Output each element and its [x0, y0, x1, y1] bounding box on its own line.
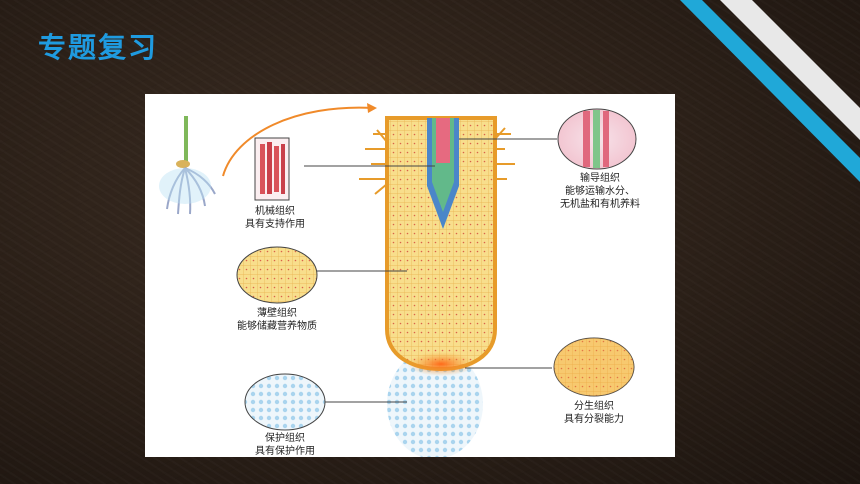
conducting-tissue-label: 输导组织 能够运输水分、 无机盐和有机养料: [545, 172, 655, 211]
conducting-tissue-desc-2: 无机盐和有机养料: [560, 199, 640, 210]
mechanical-tissue-name: 机械组织: [255, 206, 295, 217]
parenchyma-label: 薄壁组织 能够储藏营养物质: [227, 307, 327, 333]
mechanical-tissue-desc: 具有支持作用: [245, 219, 305, 230]
protective-tissue-desc: 具有保护作用: [255, 446, 315, 457]
root-tissue-diagram: 机械组织 具有支持作用 输导组织 能够运输水分、 无机盐和有机养料 薄壁组织 能…: [145, 94, 675, 457]
meristem-label: 分生组织 具有分裂能力: [549, 400, 639, 426]
meristem-name: 分生组织: [574, 401, 614, 412]
slide-title: 专题复习: [38, 31, 159, 64]
parenchyma-desc: 能够储藏营养物质: [237, 321, 317, 332]
leader-lines: [304, 138, 557, 403]
root-longitudinal-section: [359, 116, 515, 457]
conducting-tissue-name: 输导组织: [580, 173, 620, 184]
seedling-illustration: [159, 116, 216, 215]
mechanical-tissue-label: 机械组织 具有支持作用: [235, 205, 315, 231]
protective-inset: [244, 373, 326, 431]
meristem-desc: 具有分裂能力: [564, 414, 624, 425]
mechanical-tissue-inset: [254, 137, 290, 201]
zoom-arrow: [222, 106, 374, 177]
parenchyma-inset: [236, 246, 318, 304]
protective-tissue-label: 保护组织 具有保护作用: [243, 432, 327, 458]
conducting-tissue-inset: [557, 108, 637, 170]
protective-tissue-name: 保护组织: [265, 433, 305, 444]
meristem-inset: [553, 337, 635, 397]
conducting-tissue-desc-1: 能够运输水分、: [565, 186, 635, 197]
parenchyma-name: 薄壁组织: [257, 308, 297, 319]
